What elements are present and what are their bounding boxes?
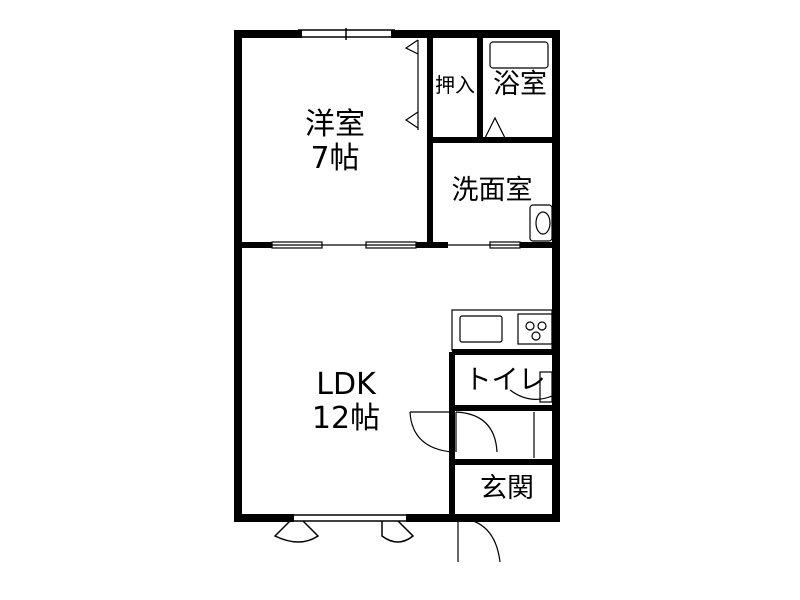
western-room-name: 洋室 [305,107,365,142]
western-room-size: 7帖 [310,140,360,176]
window-bottom [273,514,415,543]
washroom-label: 洗面室 [451,175,533,206]
ldk-name: LDK [316,367,376,402]
entrance-label: 玄関 [480,473,534,504]
door-entrance [457,517,501,563]
sliding-door-washroom [448,241,521,249]
wash-basin [529,204,553,242]
sliding-door-room [271,241,417,249]
interior-walls [238,34,556,518]
bathroom-label: 浴室 [493,69,547,100]
outer-walls [234,30,560,522]
ldk-label: LDK 12帖 [296,368,396,435]
toilet-label: トイレ [464,365,546,396]
door-hall [455,411,535,458]
ldk-size: 12帖 [311,400,381,436]
closet-doors [404,39,419,130]
western-room-label: 洋室 7帖 [290,108,380,175]
window-top [298,28,395,40]
kitchen-counter [451,309,553,351]
toilet-fixture [509,371,553,403]
closet-label: 押入 [435,73,475,97]
door-ldk [409,411,453,453]
bathtub [484,41,549,139]
